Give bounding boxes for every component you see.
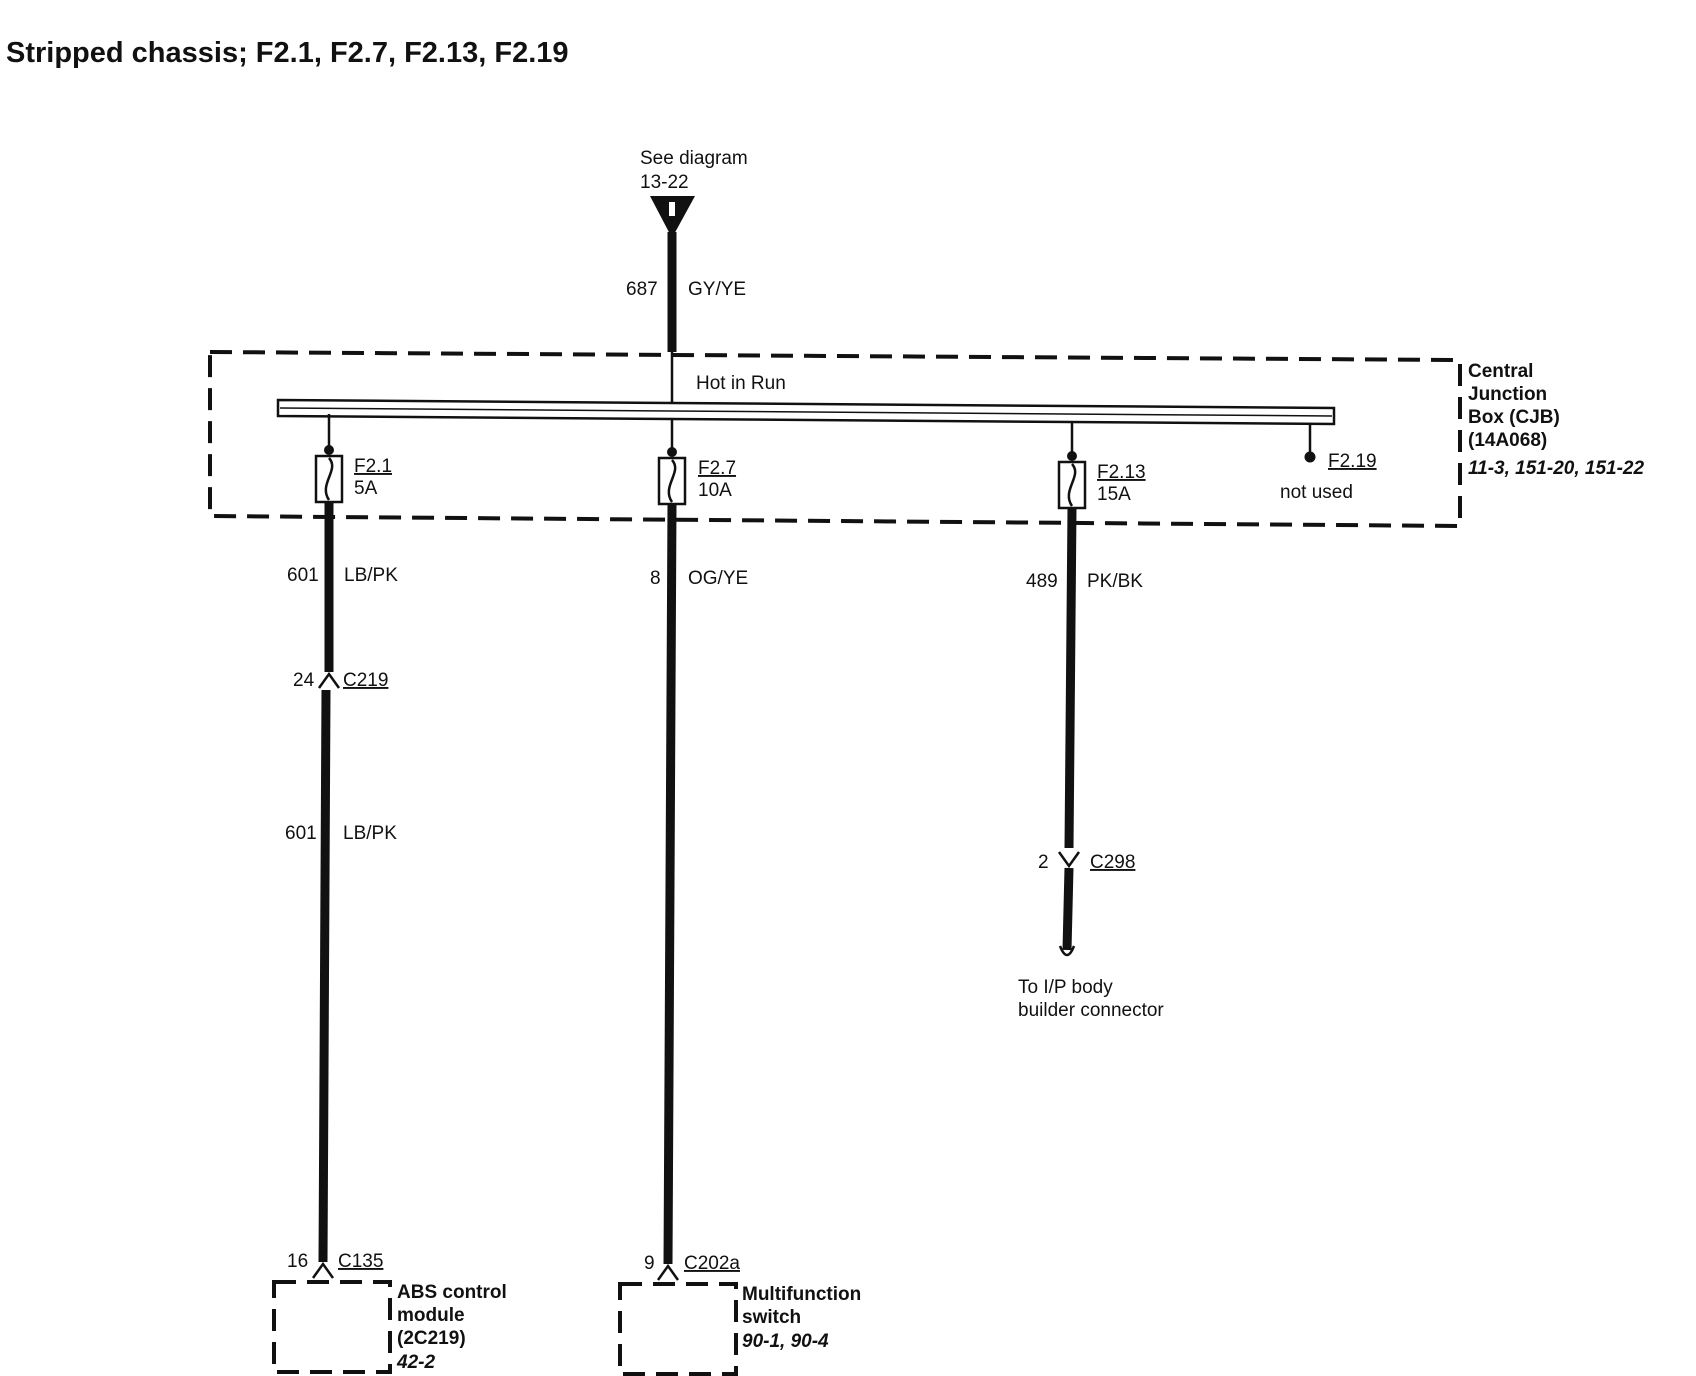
diagram-title: Stripped chassis; F2.1, F2.7, F2.13, F2.… <box>6 37 569 69</box>
multifunction-switch-box <box>618 1282 738 1376</box>
wire-489-circuit: 489 <box>1026 571 1058 592</box>
fuse-f2-7-element-icon <box>667 459 677 503</box>
cjb-name-line4: (14A068) <box>1468 430 1547 451</box>
bus-label: Hot in Run <box>696 373 786 394</box>
wire-8-color: OG/YE <box>688 568 748 589</box>
fuse-f2-19-note: not used <box>1280 482 1353 503</box>
abs-module-name-line1: ABS control <box>397 1282 507 1303</box>
connector-c202a-name: C202a <box>684 1253 740 1274</box>
cjb-name-line1: Central <box>1468 361 1533 382</box>
connector-c298-icon <box>1057 851 1081 869</box>
connector-c135-name: C135 <box>338 1251 383 1272</box>
abs-module-ref: 42-2 <box>396 1352 435 1373</box>
wire-489-upper <box>1064 507 1077 849</box>
wire-489-lower <box>1062 867 1074 951</box>
fuse-f2-13-rating: 15A <box>1097 484 1131 505</box>
destination-note-line1: To I/P body <box>1018 977 1113 998</box>
cjb-outline <box>208 349 1462 529</box>
source-ref-line2: 13-22 <box>640 172 689 193</box>
wire-601-lower-circuit: 601 <box>285 823 317 844</box>
fuse-f2-7-rating: 10A <box>698 480 732 501</box>
wire-489-end-icon <box>1058 945 1076 957</box>
bus-bar-inner-line <box>279 407 1333 417</box>
connector-c298-name: C298 <box>1090 852 1135 873</box>
fuse-f2-19-id: F2.19 <box>1328 451 1377 472</box>
wire-601-lower <box>318 689 331 1263</box>
connector-c219-icon <box>317 671 341 689</box>
wire-601-upper-color: LB/PK <box>344 565 398 586</box>
wire-601-lower-color: LB/PK <box>343 823 397 844</box>
fuse-f2-19-node <box>1304 451 1316 463</box>
abs-module-box <box>272 1280 392 1374</box>
connector-c135-icon <box>311 1261 335 1279</box>
feed-wire-circuit: 687 <box>626 279 658 300</box>
destination-note-line2: builder connector <box>1018 1000 1164 1021</box>
fuse-f2-7-id: F2.7 <box>698 458 736 479</box>
wire-8 <box>663 503 677 1265</box>
abs-module-name-line3: (2C219) <box>397 1328 466 1349</box>
source-arrow-mark <box>669 202 675 216</box>
connector-c202a-icon <box>656 1263 680 1281</box>
fuse-f2-13-id: F2.13 <box>1097 462 1146 483</box>
fuse-f2-1-id: F2.1 <box>354 456 392 477</box>
fuse-f2-1-element-icon <box>324 457 334 501</box>
fuse-f2-13-element-icon <box>1067 463 1077 507</box>
connector-c298-pin: 2 <box>1038 852 1049 873</box>
cjb-name-line3: Box (CJB) <box>1468 407 1560 428</box>
source-arrow-icon <box>650 196 695 238</box>
fuse-f2-7-node <box>667 447 677 457</box>
multifunction-switch-name-line1: Multifunction <box>742 1284 861 1305</box>
source-ref-line1: See diagram <box>640 148 748 169</box>
connector-c219-pin: 24 <box>293 670 315 691</box>
wire-8-circuit: 8 <box>650 568 661 589</box>
wire-601-upper-circuit: 601 <box>287 565 319 586</box>
cjb-name-line2: Junction <box>1468 384 1547 405</box>
fuse-f2-13-node <box>1067 451 1077 461</box>
wire-489-color: PK/BK <box>1087 571 1143 592</box>
cjb-refs: 11-3, 151-20, 151-22 <box>1468 458 1644 479</box>
multifunction-switch-name-line2: switch <box>742 1307 801 1328</box>
fuse-f2-1-node <box>324 445 334 455</box>
connector-c202a-pin: 9 <box>644 1253 655 1274</box>
abs-module-name-line2: module <box>397 1305 465 1326</box>
multifunction-switch-ref: 90-1, 90-4 <box>742 1331 829 1352</box>
connector-c135-pin: 16 <box>287 1251 308 1272</box>
connector-c219-name: C219 <box>343 670 388 691</box>
fuse-f2-1-rating: 5A <box>354 478 378 499</box>
feed-wire-color: GY/YE <box>688 279 746 300</box>
